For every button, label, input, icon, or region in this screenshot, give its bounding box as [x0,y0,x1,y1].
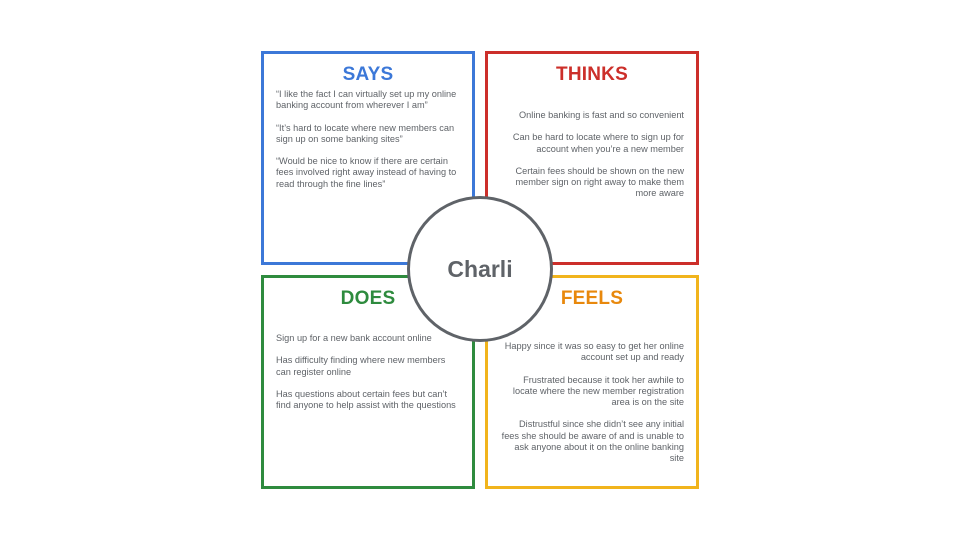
does-quadrant: DOES Sign up for a new bank account onli… [261,275,475,489]
thinks-list: Online banking is fast and so convenient… [500,110,684,211]
says-item: “Would be nice to know if there are cert… [276,156,457,189]
feels-title: FEELS [560,288,624,309]
does-item: Has difficulty finding where new members… [276,355,446,377]
feels-list: Happy since it was so easy to get her on… [500,341,684,476]
feels-item: Distrustful since she didn’t see any ini… [501,419,684,464]
feels-item: Happy since it was so easy to get her on… [504,341,684,363]
feels-item: Frustrated because it took her awhile to… [512,374,684,408]
says-list: “I like the fact I can virtually set up … [276,89,460,201]
thinks-title: THINKS [556,64,628,85]
persona-circle: Charli [407,196,553,342]
does-item: Has questions about certain fees but can… [276,388,456,411]
says-item: “I like the fact I can virtually set up … [276,89,457,111]
says-quadrant: SAYS “I like the fact I can virtually se… [261,51,475,265]
does-title: DOES [340,288,396,309]
does-list: Sign up for a new bank account online Ha… [276,333,460,422]
persona-name: Charli [447,255,513,282]
does-item: Sign up for a new bank account online [276,333,432,343]
thinks-item: Certain fees should be shown on the new … [515,165,684,199]
says-title: SAYS [342,64,394,85]
thinks-item: Can be hard to locate where to sign up f… [512,132,684,154]
thinks-item: Online banking is fast and so convenient [519,110,684,120]
says-item: “It’s hard to locate where new members c… [276,122,455,144]
